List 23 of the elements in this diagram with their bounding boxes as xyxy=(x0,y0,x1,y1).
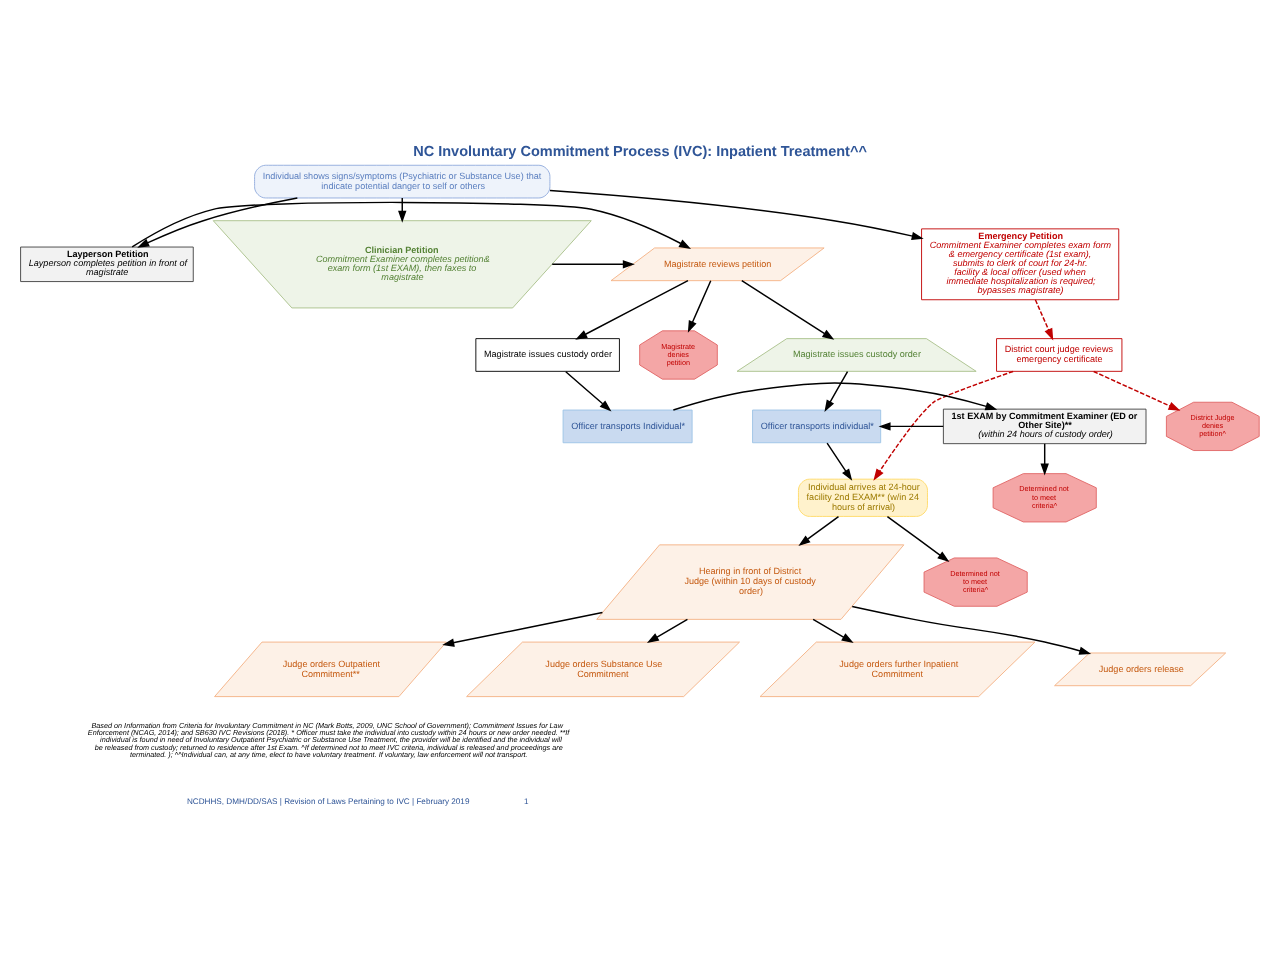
arrow xyxy=(549,189,924,241)
arrow xyxy=(672,382,998,411)
arrow xyxy=(442,611,604,647)
arrow xyxy=(575,279,689,340)
arrow xyxy=(687,279,712,333)
arrow xyxy=(873,370,1014,481)
arrow xyxy=(565,370,612,412)
arrow xyxy=(886,515,950,562)
arrow xyxy=(131,201,692,249)
arrow xyxy=(798,515,840,546)
arrow xyxy=(824,370,849,412)
arrow xyxy=(741,279,835,340)
arrow xyxy=(1034,299,1054,341)
diagram-title: NC Involuntary Commitment Process (IVC): Inpatient Treatment^^ xyxy=(413,141,867,160)
arrow xyxy=(137,197,299,248)
arrow xyxy=(812,618,854,643)
arrow xyxy=(1092,370,1181,411)
arrow xyxy=(1040,443,1049,476)
arrow xyxy=(878,422,944,431)
arrow xyxy=(826,442,853,481)
arrow xyxy=(646,618,689,643)
arrow xyxy=(851,605,1092,655)
arrow xyxy=(551,260,635,269)
